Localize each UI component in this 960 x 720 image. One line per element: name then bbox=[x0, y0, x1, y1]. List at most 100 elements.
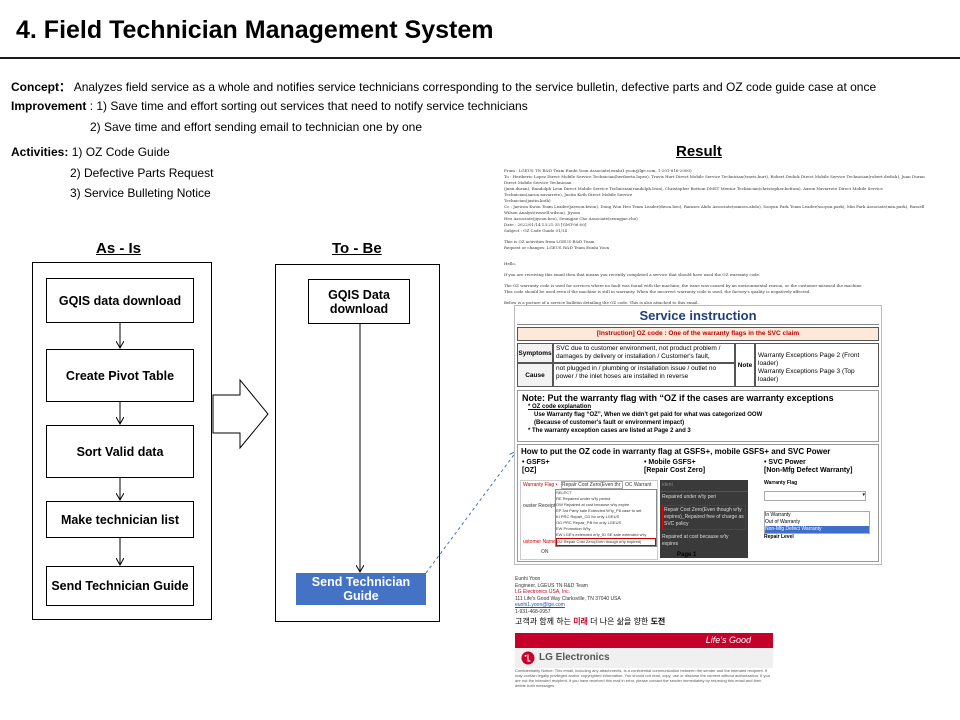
cause-text: not plugged in / plumbing or installatio… bbox=[553, 363, 735, 387]
mobile-row[interactable]: Repaired at cost because w'ty expires bbox=[662, 534, 729, 547]
activities-label: Activities bbox=[11, 145, 65, 159]
email-body-4: Below is a picture of a service bulletin… bbox=[504, 300, 699, 305]
svc-power-screenshot: Warranty Flag ▾ In Warranty Out of Warra… bbox=[764, 480, 876, 558]
email-greeting: Hello, bbox=[504, 261, 517, 266]
signature-company: LG Electronics USA, Inc. bbox=[515, 589, 571, 595]
chevron-down-icon: ▾ bbox=[862, 492, 865, 498]
activities-line: Activities: 1) OZ Code Guide bbox=[11, 145, 170, 159]
email-header-to: To : Heriberto Lopez Direct Mobile Servi… bbox=[504, 174, 925, 185]
symptoms-text: SVC due to customer environment, not pro… bbox=[553, 343, 735, 363]
gsfs-warranty-select[interactable]: Repair Cost Zero(Even thr bbox=[561, 481, 623, 489]
as-is-step-send-guide: Send Technician Guide bbox=[46, 566, 194, 606]
activity-item-2: 2) Defective Parts Request bbox=[70, 166, 214, 180]
svc-power-code: [Non-Mfg Defect Warranty] bbox=[764, 467, 853, 474]
page-title: 4. Field Technician Management System bbox=[16, 16, 494, 44]
slogan-part: 고객과 함께 하는 bbox=[515, 617, 574, 626]
email-header-from: From : LGEUS TN R&D Team Eunhi Yoon Asso… bbox=[504, 168, 692, 173]
signature-phone: 1-931-468-0957 bbox=[515, 608, 551, 615]
email-body-1: If you are receiving this email then tha… bbox=[504, 272, 761, 277]
email-document: From : LGEUS TN R&D Team Eunhi Yoon Asso… bbox=[504, 168, 938, 313]
svc-option[interactable]: In Warranty bbox=[765, 512, 791, 518]
email-body-3: This code should be used even if the mac… bbox=[504, 289, 811, 294]
service-bulletin: Service instruction [Instruction] OZ cod… bbox=[514, 305, 882, 565]
lg-logo-icon bbox=[521, 651, 535, 665]
activity-item-1: 1) OZ Code Guide bbox=[71, 145, 170, 159]
email-intro-2: Request or changes: LGEUS R&D Team Eunhi… bbox=[504, 245, 610, 250]
gsfs-option[interactable]: OW Repaired at cost because w'ty expire bbox=[556, 502, 630, 507]
page-number: Page 1 bbox=[677, 552, 697, 558]
lifes-good-banner: Life's Good bbox=[515, 633, 773, 648]
to-be-step-send-guide: Send Technician Guide bbox=[296, 573, 426, 605]
lifes-good-text: Life's Good bbox=[705, 635, 751, 645]
gsfs-screenshot: Warranty Flag • Repair Cost Zero(Even th… bbox=[520, 480, 658, 560]
transition-arrow bbox=[212, 378, 269, 450]
symptoms-label: Symptoms bbox=[517, 343, 553, 363]
howto-section: How to put the OZ code in warranty flag … bbox=[517, 444, 879, 562]
result-link-arrow bbox=[425, 452, 516, 574]
as-is-step-gqis-download: GQIS data download bbox=[46, 278, 194, 323]
to-be-step-gqis-download: GQIS Data download bbox=[308, 279, 410, 324]
improvement-line: Improvement : 1) Save time and effort so… bbox=[11, 99, 528, 113]
gsfs-code: [OZ] bbox=[522, 467, 537, 474]
gsfs-customer-label: ustomer Name • bbox=[523, 539, 559, 545]
email-signature: Eunhi Yoon Engineer, LGEUS TN R&D Team L… bbox=[515, 576, 621, 615]
note-line-1: * OZ code explanation bbox=[528, 404, 592, 410]
email-header-to-3: Technician(justin.koth) bbox=[504, 198, 551, 203]
slogan-part: 더 나은 삶을 향한 bbox=[587, 617, 651, 626]
svc-power-label: • SVC Power [Non-Mfg Defect Warranty] bbox=[764, 459, 852, 475]
concept-text: Analyzes field service as a whole and no… bbox=[73, 80, 877, 94]
to-be-heading: To - Be bbox=[332, 240, 382, 257]
note-text: Warranty Exceptions Page 2 (Front loader… bbox=[755, 343, 879, 387]
signature-email-link[interactable]: eunhi1.yoon@lge.com bbox=[515, 602, 565, 608]
gsfs-option[interactable]: OO PRC Repair_PB for only LGEUS bbox=[556, 520, 622, 525]
mobile-row[interactable]: Repaired under w'ty peri bbox=[660, 491, 748, 503]
svc-option-non-mfg-selected[interactable]: Non-Mfg Defect Warranty bbox=[765, 526, 869, 533]
gsfs-option[interactable]: RE Repaired under w'ty period bbox=[556, 496, 611, 501]
note-text-1: Warranty Exceptions Page 2 (Front loader… bbox=[758, 352, 860, 367]
email-header-cc: Cc : Jaewon Kwon Team Leader(jaewon.kwon… bbox=[504, 204, 925, 215]
mobile-gsfs-code: [Repair Cost Zero] bbox=[644, 467, 706, 474]
slogan-highlight: 미래 bbox=[573, 617, 588, 626]
email-header-to-2: (juan.duran), Randolph Leon Direct Mobil… bbox=[504, 186, 883, 197]
concept-colon: ： bbox=[59, 80, 72, 94]
gsfs-receipt-label: ouster Receipt No bbox=[523, 503, 564, 509]
svc-option[interactable]: Out of Warranty bbox=[765, 519, 801, 525]
mobile-gsfs-screenshot: ident Repaired under w'ty peri Repair Co… bbox=[660, 480, 748, 558]
cause-label: Cause bbox=[517, 363, 553, 387]
gsfs-option[interactable]: EP 3rd Party sale Extended W'ty_P8 case … bbox=[556, 508, 642, 513]
gsfs-option[interactable]: KI PRC Repair_CD for only LGEUS bbox=[556, 514, 620, 519]
mobile-row: ident bbox=[662, 482, 673, 488]
email-header-subject: Subject : OZ Code Guide 01/14 bbox=[504, 228, 567, 233]
gsfs-option-oz-selected[interactable]: OZ Repair Cost Zero(Even though w'ty exp… bbox=[556, 538, 656, 546]
gsfs-on-label: ON bbox=[541, 549, 549, 555]
signature-title: Engineer, LGEUS TN R&D Team bbox=[515, 582, 588, 589]
gsfs-label: • GSFS+ [OZ] bbox=[522, 459, 550, 475]
lg-logo-bar: LG Electronics bbox=[515, 648, 773, 668]
note-heading: Note: Put the warranty flag with “OZ if … bbox=[522, 393, 834, 403]
mobile-gsfs-name: • Mobile GSFS+ bbox=[644, 459, 696, 466]
gsfs-oc-warrant: OC Warrant bbox=[625, 482, 652, 488]
email-intro-1: This is OZ activities from LGEUS R&D Tea… bbox=[504, 239, 595, 244]
improvement-label: Improvement bbox=[11, 99, 87, 113]
howto-heading: How to put the OZ code in warranty flag … bbox=[521, 447, 831, 456]
as-is-step-technician-list: Make technician list bbox=[46, 501, 194, 538]
improvement-item-1: 1) Save time and effort sorting out serv… bbox=[96, 99, 528, 113]
svc-repair-level: Repair Level bbox=[764, 534, 794, 540]
mobile-row-repair-cost-zero[interactable]: Repair Cost Zero(Even though w'ty expire… bbox=[662, 505, 746, 530]
lg-logo-text: LG Electronics bbox=[539, 652, 610, 663]
improvement-item-2: 2) Save time and effort sending email to… bbox=[90, 120, 422, 134]
svc-warranty-select[interactable]: ▾ bbox=[764, 491, 866, 501]
gsfs-option[interactable]: SELECT bbox=[556, 490, 572, 495]
concept-line: Concept： Analyzes field service as a who… bbox=[11, 78, 876, 95]
slogan-end: 도전 bbox=[650, 617, 666, 626]
svc-power-name: • SVC Power bbox=[764, 459, 806, 466]
gsfs-option[interactable]: EW Promotion W'ty bbox=[556, 526, 591, 531]
gsfs-option[interactable]: EW LGE's extended w'ty_ID SE sale extend… bbox=[556, 532, 647, 537]
note-line-3: (Because of customer's fault or environm… bbox=[534, 420, 685, 426]
confidentiality-notice: Confidentiality Notice: This email, incl… bbox=[515, 668, 770, 688]
svc-warranty-flag-label: Warranty Flag bbox=[764, 480, 798, 486]
gsfs-dropdown-list: SELECT RE Repaired under w'ty period OW … bbox=[555, 489, 657, 547]
signature-address: 111 Life's Good Way Clarksville, TN 3704… bbox=[515, 595, 621, 602]
concept-label: Concept bbox=[11, 80, 59, 94]
